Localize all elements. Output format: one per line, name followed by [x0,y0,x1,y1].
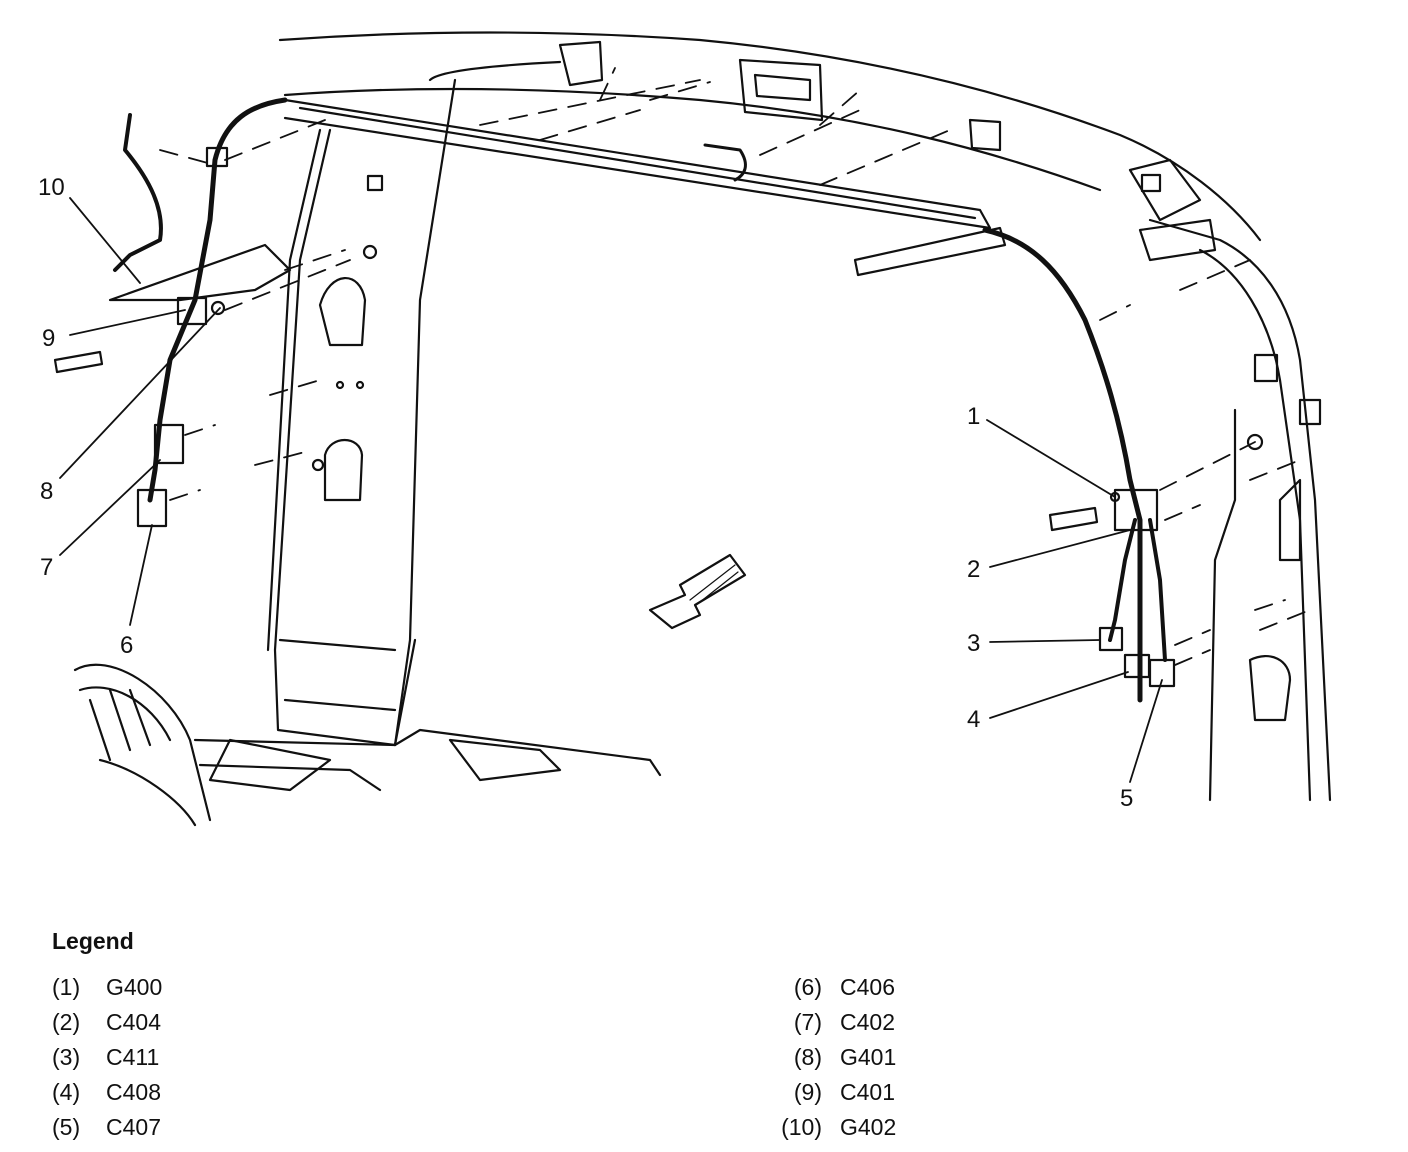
legend-item-number: (2) [52,1009,81,1035]
leader-10 [69,197,141,284]
clip-upper-left [205,146,229,168]
left-pillar [273,78,457,747]
leader-6 [129,524,153,626]
legend-item-code: C408 [106,1079,161,1105]
callout-5: 5 [1120,785,1133,812]
legend-item-code: G402 [840,1114,897,1140]
connector-c411 [1098,626,1124,652]
roof-inner-edge [283,87,1102,192]
legend-item-code: C406 [840,974,895,1000]
leader-4 [989,671,1129,719]
leader-2 [989,529,1131,568]
connector-c408 [1123,653,1151,679]
callout-8: 8 [40,478,53,505]
legend-title: Legend [52,928,134,954]
legend-item-code: C402 [840,1009,895,1035]
leader-9 [69,309,186,336]
wiring-harness-diagram: 1 2 3 4 5 6 7 8 9 10 [38,31,1332,827]
legend-item: (10) G402 [768,1110,896,1145]
roof-rail [283,98,992,230]
leader-1 [986,419,1116,498]
legend-item: (3) C411 [52,1040,162,1075]
legend-item-number: (6) [793,974,822,1000]
legend-item: (7) C402 [768,1005,896,1040]
legend-item-number: (9) [793,1079,822,1105]
forward-direction-arrow [648,553,747,630]
legend-item-code: C401 [840,1079,895,1105]
legend-item-number: (7) [793,1009,822,1035]
callout-10: 10 [38,174,65,201]
legend-column-right: (6) C406 (7) C402 (8) G401 (9) C401 (10)… [768,970,896,1145]
legend-item-code: G401 [840,1044,897,1070]
floor-outline [193,728,662,777]
wheel-well [73,663,212,822]
leader-3 [989,639,1101,643]
leader-5 [1129,679,1163,783]
legend-item-number: (8) [793,1044,822,1070]
connector-c402 [153,423,185,465]
legend-item-code: C404 [106,1009,161,1035]
legend-column-left: (1) G400 (2) C404 (3) C411 (4) C408 (5) … [52,970,162,1145]
roof-outline [278,31,1262,242]
harness-right [982,227,1143,703]
harness-left-ground-lead [113,113,163,272]
legend-item: (6) C406 [768,970,896,1005]
legend-item-number: (10) [781,1114,822,1140]
callout-7: 7 [40,554,53,581]
legend-item: (8) G401 [768,1040,896,1075]
leader-8 [59,307,221,479]
legend-item: (4) C408 [52,1075,162,1110]
harness-left-upper [147,97,288,503]
legend-item: (9) C401 [768,1075,896,1110]
callout-3: 3 [967,630,980,657]
right-pillar [1148,218,1332,802]
legend-item-code: G400 [106,974,163,1000]
callout-1: 1 [967,403,980,430]
legend-item-number: (1) [52,974,81,1000]
legend-item-code: C407 [106,1114,161,1140]
legend-item-number: (5) [52,1114,81,1140]
legend-item-number: (4) [52,1079,81,1105]
leader-7 [59,459,161,556]
callout-2: 2 [967,556,980,583]
legend-item-number: (3) [52,1044,81,1070]
connector-c407 [1148,658,1176,688]
legend-item: (1) G400 [52,970,162,1005]
callout-6: 6 [120,632,133,659]
legend-item: (2) C404 [52,1005,162,1040]
callout-9: 9 [42,325,55,352]
legend: Legend (1) G400 (2) C404 (3) C411 (4) C4… [52,928,1352,1140]
callout-4: 4 [967,706,980,733]
legend-item-code: C411 [106,1044,160,1070]
legend-item: (5) C407 [52,1110,162,1145]
